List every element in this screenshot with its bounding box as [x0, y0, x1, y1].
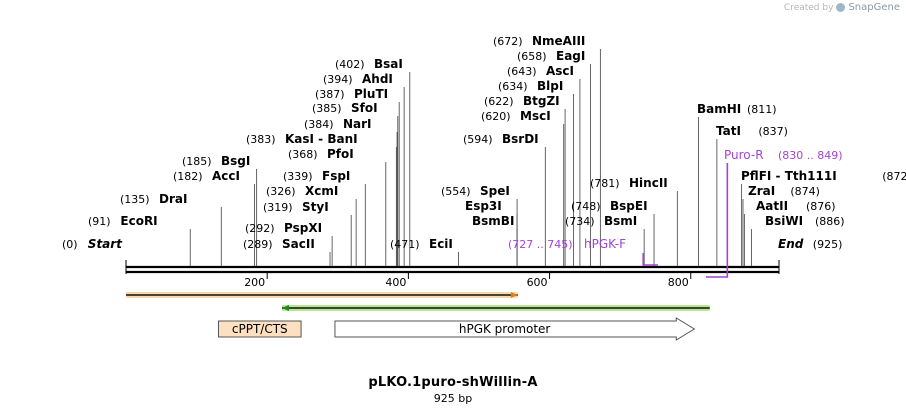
primer-puro-r-mark	[705, 163, 729, 278]
enzyme-position: (594)	[463, 133, 493, 146]
enzyme-name: Start	[88, 237, 123, 251]
enzyme-name: TatI	[716, 124, 741, 138]
enzyme-position: (925)	[813, 238, 843, 251]
enzyme-name: BsaI	[374, 57, 403, 71]
enzyme-name: PflFI - Tth111I	[741, 169, 837, 183]
enzyme-position: (394)	[323, 73, 353, 86]
enzyme-position: (402)	[335, 58, 365, 71]
enzyme-position: (292)	[245, 222, 275, 235]
enzyme-name: BspEI	[610, 199, 648, 213]
watermark: Created by SnapGene	[784, 2, 900, 13]
enzyme-position: (622)	[484, 95, 514, 108]
enzyme-position: (672)	[493, 35, 523, 48]
watermark-prefix: Created by	[783, 2, 834, 13]
enzyme-name: ZraI	[748, 184, 775, 198]
primer-hpgk-f-mark	[642, 253, 658, 266]
enzyme-name: AatII	[756, 199, 788, 213]
enzyme-name: AscI	[546, 64, 574, 78]
enzyme-position: (0)	[62, 238, 78, 251]
enzyme-position: (658)	[517, 50, 547, 63]
enzyme-position: (874)	[790, 185, 820, 198]
enzyme-position: (811)	[747, 103, 777, 116]
enzyme-position: (135)	[120, 193, 150, 206]
scale-tick-label: 800	[668, 276, 689, 289]
enzyme-name: BsrDI	[502, 132, 539, 146]
enzyme-name: XcmI	[305, 184, 338, 198]
primer-range: (727 .. 745)	[508, 238, 573, 251]
snapgene-logo-icon	[836, 3, 846, 12]
enzyme-name: EciI	[429, 237, 453, 251]
enzyme-position: (886)	[815, 215, 845, 228]
enzyme-name: End	[778, 237, 804, 251]
primer-name: hPGK-F	[584, 237, 626, 251]
enzyme-name: BamHI	[697, 102, 741, 116]
enzyme-name: BsiWI	[765, 214, 803, 228]
map-title-block: pLKO.1puro-shWillin-A 925 bp	[0, 375, 906, 405]
enzyme-name: BsgI	[221, 154, 250, 168]
enzyme-position: (368)	[288, 148, 318, 161]
enzyme-position: (471)	[390, 238, 420, 251]
enzyme-name: BsmI	[604, 214, 637, 228]
enzyme-name: FspI	[322, 169, 350, 183]
enzyme-position: (385)	[312, 102, 342, 115]
primer-name: Puro-R	[724, 148, 764, 162]
enzyme-position: (289)	[243, 238, 273, 251]
enzyme-name: MscI	[520, 109, 551, 123]
map-length: 925 bp	[433, 392, 473, 405]
primer-range: (830 .. 849)	[778, 149, 843, 162]
watermark-brand: SnapGene	[848, 2, 900, 13]
enzyme-name: EagI	[556, 49, 585, 63]
scale-tick-label: 600	[527, 276, 548, 289]
enzyme-name: StyI	[302, 200, 329, 214]
enzyme-name: AhdI	[362, 72, 393, 86]
enzyme-name: DraI	[159, 192, 187, 206]
feature-hpgk-promoter-arrow	[334, 317, 696, 341]
enzyme-position: (339)	[283, 170, 313, 183]
enzyme-name: BlpI	[537, 79, 563, 93]
enzyme-position: (326)	[266, 185, 296, 198]
enzyme-position: (872)	[882, 170, 906, 183]
enzyme-position: (554)	[441, 185, 471, 198]
enzyme-position: (620)	[481, 110, 511, 123]
orf-arrowhead	[510, 292, 518, 298]
enzyme-position: (876)	[806, 200, 836, 213]
enzyme-position: (387)	[315, 88, 345, 101]
enzyme-name: AccI	[212, 169, 240, 183]
scale-tick-label: 400	[385, 276, 406, 289]
scale-tick-label: 200	[244, 276, 265, 289]
enzyme-name: KasI - BanI	[285, 132, 358, 146]
enzyme-name: SpeI	[480, 184, 510, 198]
enzyme-position: (383)	[246, 133, 276, 146]
enzyme-name: NarI	[343, 117, 372, 131]
orf-arrowhead	[282, 305, 290, 311]
enzyme-name: SfoI	[351, 101, 378, 115]
feature-label: cPPT/CTS	[232, 322, 288, 336]
enzyme-position: (634)	[498, 80, 528, 93]
enzyme-name: PluTI	[354, 87, 388, 101]
enzyme-name: BtgZI	[523, 94, 560, 108]
enzyme-position: (734)	[565, 215, 595, 228]
map-title: pLKO.1puro-shWillin-A	[368, 375, 538, 390]
enzyme-position: (185)	[182, 155, 212, 168]
enzyme-position: (91)	[88, 215, 111, 228]
feature-label: hPGK promoter	[459, 322, 551, 336]
enzyme-position: (748)	[571, 200, 601, 213]
enzyme-position: (781)	[590, 177, 620, 190]
enzyme-name: HincII	[629, 176, 668, 190]
enzyme-name: PspXI	[284, 221, 322, 235]
enzyme-name: Esp3I	[465, 199, 502, 213]
feature-cppt-cts-box	[217, 320, 302, 338]
enzyme-position: (182)	[173, 170, 203, 183]
enzyme-name: NmeAIII	[532, 34, 585, 48]
enzyme-name: BsmBI	[472, 214, 514, 228]
enzyme-name: EcoRI	[120, 214, 157, 228]
enzyme-position: (319)	[263, 201, 293, 214]
enzyme-position: (837)	[758, 125, 788, 138]
enzyme-position: (384)	[304, 118, 334, 131]
enzyme-name: SacII	[282, 237, 315, 251]
enzyme-position: (643)	[507, 65, 537, 78]
enzyme-name: PfoI	[327, 147, 354, 161]
